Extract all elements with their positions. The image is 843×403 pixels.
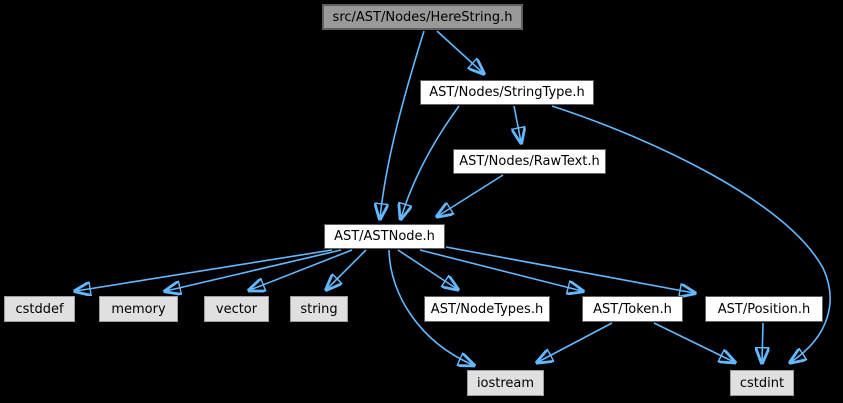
node-rawtext[interactable]: AST/Nodes/RawText.h bbox=[453, 149, 606, 174]
node-nodetypes[interactable]: AST/NodeTypes.h bbox=[424, 296, 550, 322]
node-memory: memory bbox=[99, 296, 178, 322]
edge-token-cstdint bbox=[653, 322, 734, 362]
edge-rawtext-astnode bbox=[438, 174, 504, 216]
edge-stringtype-astnode bbox=[401, 105, 460, 218]
edge-astnode-cstddef bbox=[76, 249, 333, 291]
edge-astnode-position bbox=[445, 246, 694, 293]
node-astnode[interactable]: AST/ASTNode.h bbox=[324, 224, 445, 249]
node-stringtype[interactable]: AST/Nodes/StringType.h bbox=[420, 80, 594, 105]
edge-astnode-iostream bbox=[388, 249, 473, 365]
edge-herestring-stringtype bbox=[436, 30, 483, 73]
node-string: string bbox=[290, 296, 348, 322]
edge-astnode-vector bbox=[250, 249, 353, 290]
node-cstddef: cstddef bbox=[4, 296, 75, 322]
edge-astnode-memory bbox=[166, 249, 342, 291]
edge-token-iostream bbox=[538, 322, 613, 362]
edge-astnode-string bbox=[327, 249, 367, 289]
edge-astnode-nodetypes bbox=[397, 249, 457, 289]
edge-position-cstdint bbox=[762, 322, 763, 362]
node-iostream: iostream bbox=[467, 370, 544, 396]
edge-stringtype-cstdint bbox=[551, 105, 831, 362]
edge-herestring-astnode bbox=[380, 30, 425, 218]
node-cstdint: cstdint bbox=[730, 370, 794, 396]
node-token[interactable]: AST/Token.h bbox=[582, 296, 683, 322]
node-herestring: src/AST/Nodes/HereString.h bbox=[322, 4, 523, 30]
node-vector: vector bbox=[204, 296, 269, 322]
edge-stringtype-rawtext bbox=[514, 105, 521, 142]
node-position[interactable]: AST/Position.h bbox=[705, 296, 823, 322]
edge-astnode-token bbox=[419, 249, 582, 291]
